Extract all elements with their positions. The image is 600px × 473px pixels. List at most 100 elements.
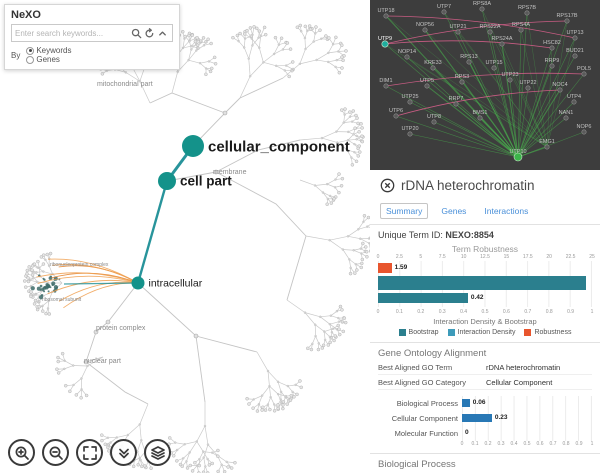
gene-node[interactable] <box>572 35 578 41</box>
gene-node[interactable] <box>422 27 428 33</box>
ontology-graph-pane[interactable]: mitochondrial part membrane protein comple… <box>0 0 370 473</box>
gene-node[interactable] <box>572 53 578 59</box>
search-icon[interactable] <box>130 27 143 40</box>
legend-label: Robustness <box>534 329 572 336</box>
axis-tick: 17.5 <box>522 254 533 260</box>
axis-tick: 0.2 <box>484 441 492 447</box>
zoom-in-button[interactable] <box>8 439 35 466</box>
gene-node[interactable] <box>479 6 485 12</box>
tab-summary[interactable]: Summary <box>380 203 429 219</box>
go-alignment-header: Gene Ontology Alignment <box>378 348 487 359</box>
axis-tick: 0.5 <box>481 309 489 315</box>
gene-node[interactable] <box>441 9 447 15</box>
tab-genes[interactable]: Genes <box>441 206 467 216</box>
gene-node[interactable] <box>525 85 531 91</box>
gene-node[interactable] <box>581 71 587 77</box>
axis-tick: 0.1 <box>395 309 403 315</box>
gene-node[interactable] <box>571 99 577 105</box>
gene-node[interactable] <box>518 27 524 33</box>
term-label[interactable]: membrane <box>213 169 247 176</box>
gene-label: EMG1 <box>539 139 555 145</box>
fit-to-screen-button[interactable] <box>76 439 103 466</box>
gene-node[interactable] <box>430 65 436 71</box>
ontology-tree-canvas[interactable]: mitochondrial part membrane protein comple… <box>0 0 370 473</box>
gene-node[interactable] <box>544 144 550 150</box>
gene-node[interactable] <box>383 83 389 89</box>
close-icon[interactable] <box>380 178 395 193</box>
axis-tick: 15 <box>503 254 510 260</box>
gene-node[interactable] <box>459 79 465 85</box>
gene-node[interactable] <box>393 113 399 119</box>
go-category-value: 0.23 <box>494 414 508 421</box>
gene-node[interactable] <box>466 59 472 65</box>
gene-node[interactable] <box>453 101 459 107</box>
collapse-button[interactable] <box>110 439 137 466</box>
gene-label: UTP22 <box>519 80 536 86</box>
term-node[interactable] <box>158 172 176 190</box>
go-category-label: Molecular Function <box>394 429 458 438</box>
gene-node[interactable] <box>557 87 563 93</box>
tab-interactions[interactable]: Interactions <box>484 206 529 216</box>
gene-node[interactable] <box>383 13 389 19</box>
gene-label: UTP23 <box>501 72 518 78</box>
robustness-chart-title: Term Robustness <box>451 244 519 254</box>
gene-node[interactable] <box>407 99 413 105</box>
gene-label: NOP6 <box>577 124 592 130</box>
zoom-out-button[interactable] <box>42 439 69 466</box>
term-label[interactable]: ribosomal subunit <box>42 297 82 303</box>
term-node[interactable] <box>131 276 145 290</box>
gene-node[interactable] <box>581 129 587 135</box>
gene-node[interactable] <box>564 18 570 24</box>
gene-node[interactable] <box>407 131 413 137</box>
term-label[interactable]: protein complex <box>96 325 146 332</box>
search-input[interactable] <box>15 28 130 38</box>
gene-node[interactable] <box>491 65 497 71</box>
radio-keywords[interactable] <box>26 46 35 55</box>
gene-label: UTP5 <box>420 78 434 84</box>
term-node[interactable] <box>182 135 204 157</box>
gene-node[interactable] <box>507 77 513 83</box>
term-node-label[interactable]: intracellular <box>149 278 203 290</box>
radio-genes[interactable] <box>26 55 35 64</box>
gene-node[interactable] <box>524 10 530 16</box>
go-category-bar <box>462 399 470 407</box>
gene-node[interactable] <box>477 115 483 121</box>
axis-tick: 0.4 <box>510 441 518 447</box>
divider <box>370 342 600 343</box>
term-label[interactable]: ribonucleoprotein complex <box>50 262 109 268</box>
term-node-label[interactable]: cell part <box>180 174 232 189</box>
gene-node[interactable] <box>404 54 410 60</box>
term-node-label[interactable]: cellular_component <box>208 138 350 155</box>
gene-node[interactable] <box>499 41 505 47</box>
search-mode-option-genes[interactable]: Genes <box>26 55 71 64</box>
refresh-icon[interactable] <box>143 27 156 40</box>
layers-button[interactable] <box>144 439 171 466</box>
gene-node[interactable] <box>455 29 461 35</box>
collapse-chevron-icon[interactable] <box>156 27 169 40</box>
gene-node[interactable] <box>549 45 555 51</box>
gene-node[interactable] <box>549 63 555 69</box>
gene-node[interactable] <box>563 115 569 121</box>
collapse-icon <box>118 448 129 458</box>
term-label[interactable]: nuclear part <box>84 358 121 365</box>
gene-node[interactable] <box>431 119 437 125</box>
axis-tick: 0 <box>376 254 380 260</box>
gene-node[interactable] <box>513 152 523 162</box>
gene-node[interactable] <box>381 40 389 48</box>
gene-label: UTP7 <box>437 4 451 10</box>
search-mode-option-keywords[interactable]: Keywords <box>26 46 71 55</box>
gene-node[interactable] <box>487 29 493 35</box>
gene-label: NOP14 <box>398 49 416 55</box>
gene-node[interactable] <box>424 83 430 89</box>
term-label[interactable]: mitochondrial part <box>97 81 153 88</box>
